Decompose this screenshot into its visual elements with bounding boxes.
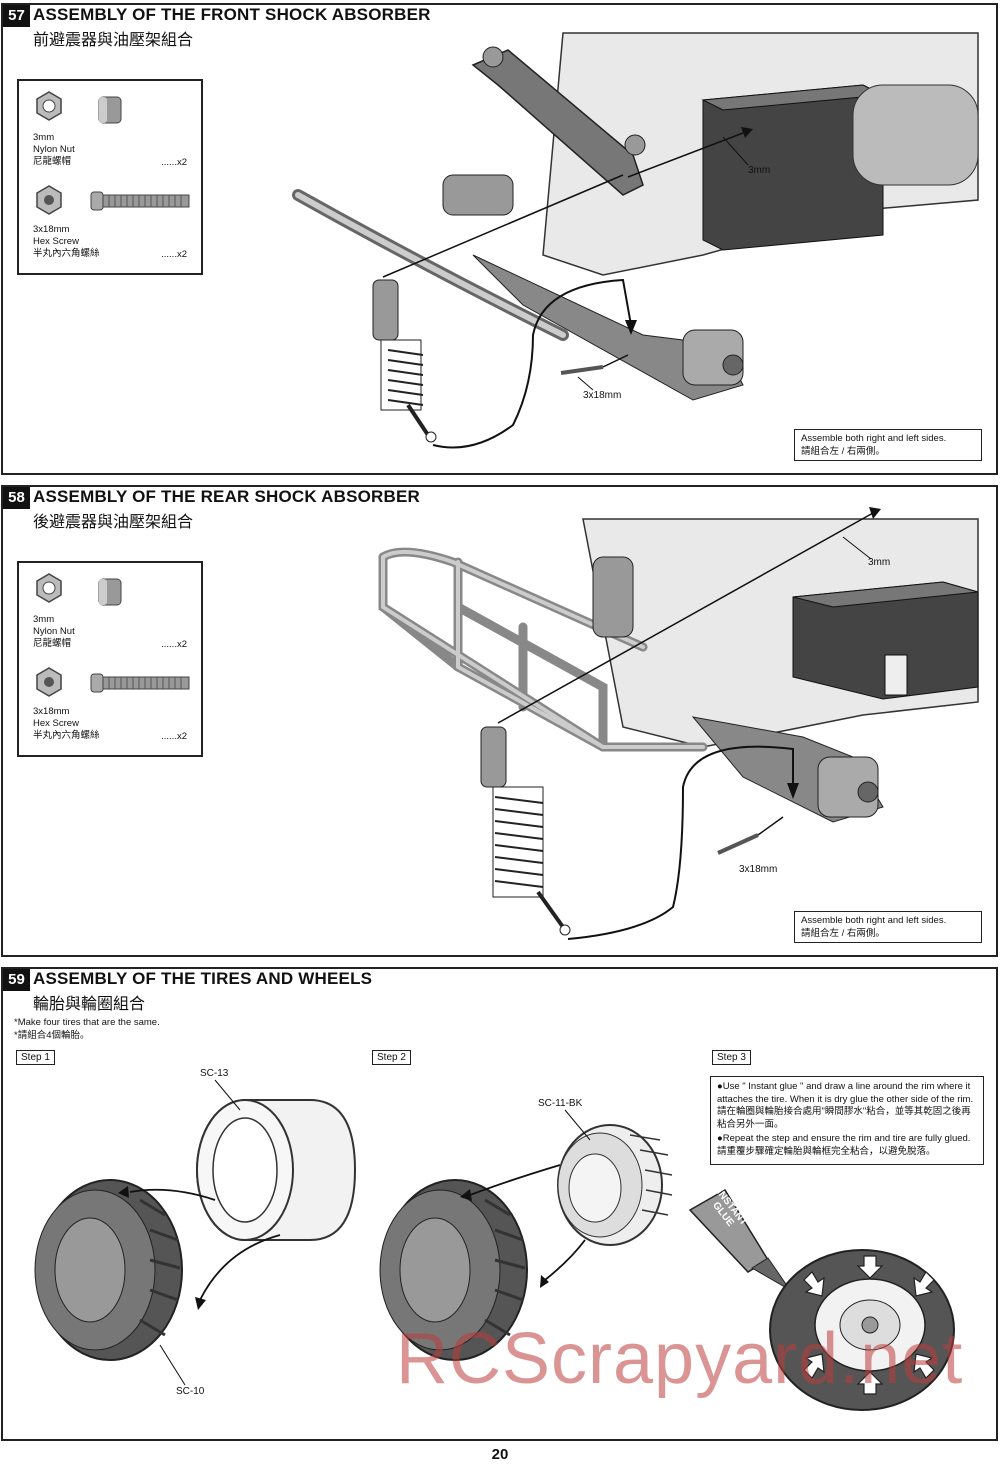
- part-size: 3x18mm: [33, 706, 70, 717]
- rim-icon: [557, 1124, 673, 1246]
- note-en: Assemble both right and left sides.: [801, 915, 947, 926]
- parts-illustrations: [36, 573, 190, 697]
- part-size: 3x18mm: [33, 224, 70, 235]
- step-3-label: Step 3: [712, 1050, 751, 1065]
- screw-callout: 3x18mm: [583, 390, 622, 401]
- tire-note-zh: *請組合4個輪胎。: [14, 1030, 90, 1041]
- nylon-nut-icon: [36, 91, 122, 124]
- tire-icon: [379, 1179, 528, 1361]
- rim-part-label: SC-11-BK: [538, 1098, 583, 1109]
- assembly-note: Assemble both right and left sides. 請組合左…: [794, 911, 982, 943]
- instruction-en: Repeat the step and ensure the rim and t…: [722, 1133, 971, 1144]
- shock-absorber-icon: [480, 726, 571, 936]
- part-qty: ......x2: [161, 731, 187, 742]
- note-en: Assemble both right and left sides.: [801, 433, 947, 444]
- part-size: 3mm: [33, 614, 55, 625]
- step-title-zh: 輪胎與輪圈組合: [33, 996, 146, 1013]
- part-name: Hex Screw: [33, 236, 79, 247]
- step-title: ASSEMBLY OF THE TIRES AND WHEELS: [33, 969, 373, 988]
- part-name: Nylon Nut: [33, 144, 75, 155]
- foam-part-label: SC-13: [200, 1068, 229, 1079]
- part-name-zh: 尼龍螺帽: [33, 156, 72, 167]
- tire-part-label: SC-10: [176, 1386, 205, 1397]
- note-zh: 請組合左 / 右兩側。: [801, 446, 885, 457]
- step-title: ASSEMBLY OF THE FRONT SHOCK ABSORBER: [33, 5, 431, 24]
- part-qty: ......x2: [161, 157, 187, 168]
- glue-bottle-icon: [688, 1188, 791, 1291]
- note-zh: 請組合左 / 右兩側。: [801, 928, 885, 939]
- step-title-zh: 後避震器與油壓架組合: [33, 514, 194, 531]
- page-number: 20: [491, 1446, 509, 1463]
- step-number: 59: [3, 969, 30, 991]
- glue-instructions: ●Use " Instant glue " and draw a line ar…: [710, 1076, 984, 1165]
- part-name-zh: 半丸內六角螺絲: [33, 730, 100, 741]
- bullet-icon: ●: [717, 1081, 723, 1092]
- part-name-zh: 半丸內六角螺絲: [33, 248, 100, 259]
- part-qty: ......x2: [161, 639, 187, 650]
- screw-callout: 3x18mm: [739, 864, 778, 875]
- instruction-zh: 請重覆步驟確定輪胎與輪框完全粘合，以避免脫落。: [717, 1145, 936, 1157]
- step-2-label: Step 2: [372, 1050, 411, 1065]
- front-suspension-drawing: [292, 32, 979, 449]
- hex-screw-icon: [36, 667, 190, 697]
- part-name: Nylon Nut: [33, 626, 75, 637]
- step-57-panel: 57 ASSEMBLY OF THE FRONT SHOCK ABSORBER …: [1, 3, 998, 475]
- foam-insert-icon: [196, 1099, 357, 1241]
- step-number: 58: [3, 487, 30, 509]
- tire-note: *Make four tires that are the same. *請組合…: [14, 1016, 160, 1042]
- shock-absorber-icon: [372, 279, 437, 443]
- nut-callout: 3mm: [868, 557, 891, 568]
- nylon-nut-icon: [36, 573, 122, 606]
- glued-wheel-icon: [769, 1249, 955, 1411]
- tire-note-en: *Make four tires that are the same.: [14, 1017, 160, 1028]
- part-name: Hex Screw: [33, 718, 79, 729]
- step-title-zh: 前避震器與油壓架組合: [33, 32, 194, 49]
- watermark: RCScrapyard.net: [396, 1319, 964, 1399]
- instruction-zh: 請在輪圈與輪胎接合處用"瞬間膠水"粘合，並等其乾固之後再粘合另外一面。: [717, 1106, 971, 1130]
- tire-icon: [34, 1179, 183, 1361]
- nut-callout: 3mm: [748, 165, 771, 176]
- bullet-icon: ●: [717, 1133, 723, 1144]
- parts-illustrations: [36, 91, 190, 215]
- assembly-note: Assemble both right and left sides. 請組合左…: [794, 429, 982, 461]
- hex-screw-icon: [36, 185, 190, 215]
- rear-suspension-drawing: [378, 507, 979, 940]
- step-title: ASSEMBLY OF THE REAR SHOCK ABSORBER: [33, 487, 421, 506]
- step-58-panel: 58 ASSEMBLY OF THE REAR SHOCK ABSORBER 後…: [1, 485, 998, 957]
- part-qty: ......x2: [161, 249, 187, 260]
- instruction-en: Use " Instant glue " and draw a line aro…: [717, 1081, 974, 1105]
- part-size: 3mm: [33, 132, 55, 143]
- step-number: 57: [3, 5, 30, 27]
- part-name-zh: 尼龍螺帽: [33, 638, 72, 649]
- step-1-label: Step 1: [16, 1050, 55, 1065]
- parts-list: 3mm Nylon Nut 尼龍螺帽 ......x2 3x18mm Hex S…: [17, 561, 203, 757]
- parts-list: 3mm Nylon Nut 尼龍螺帽 ......x2 3x18mm Hex S…: [17, 79, 203, 275]
